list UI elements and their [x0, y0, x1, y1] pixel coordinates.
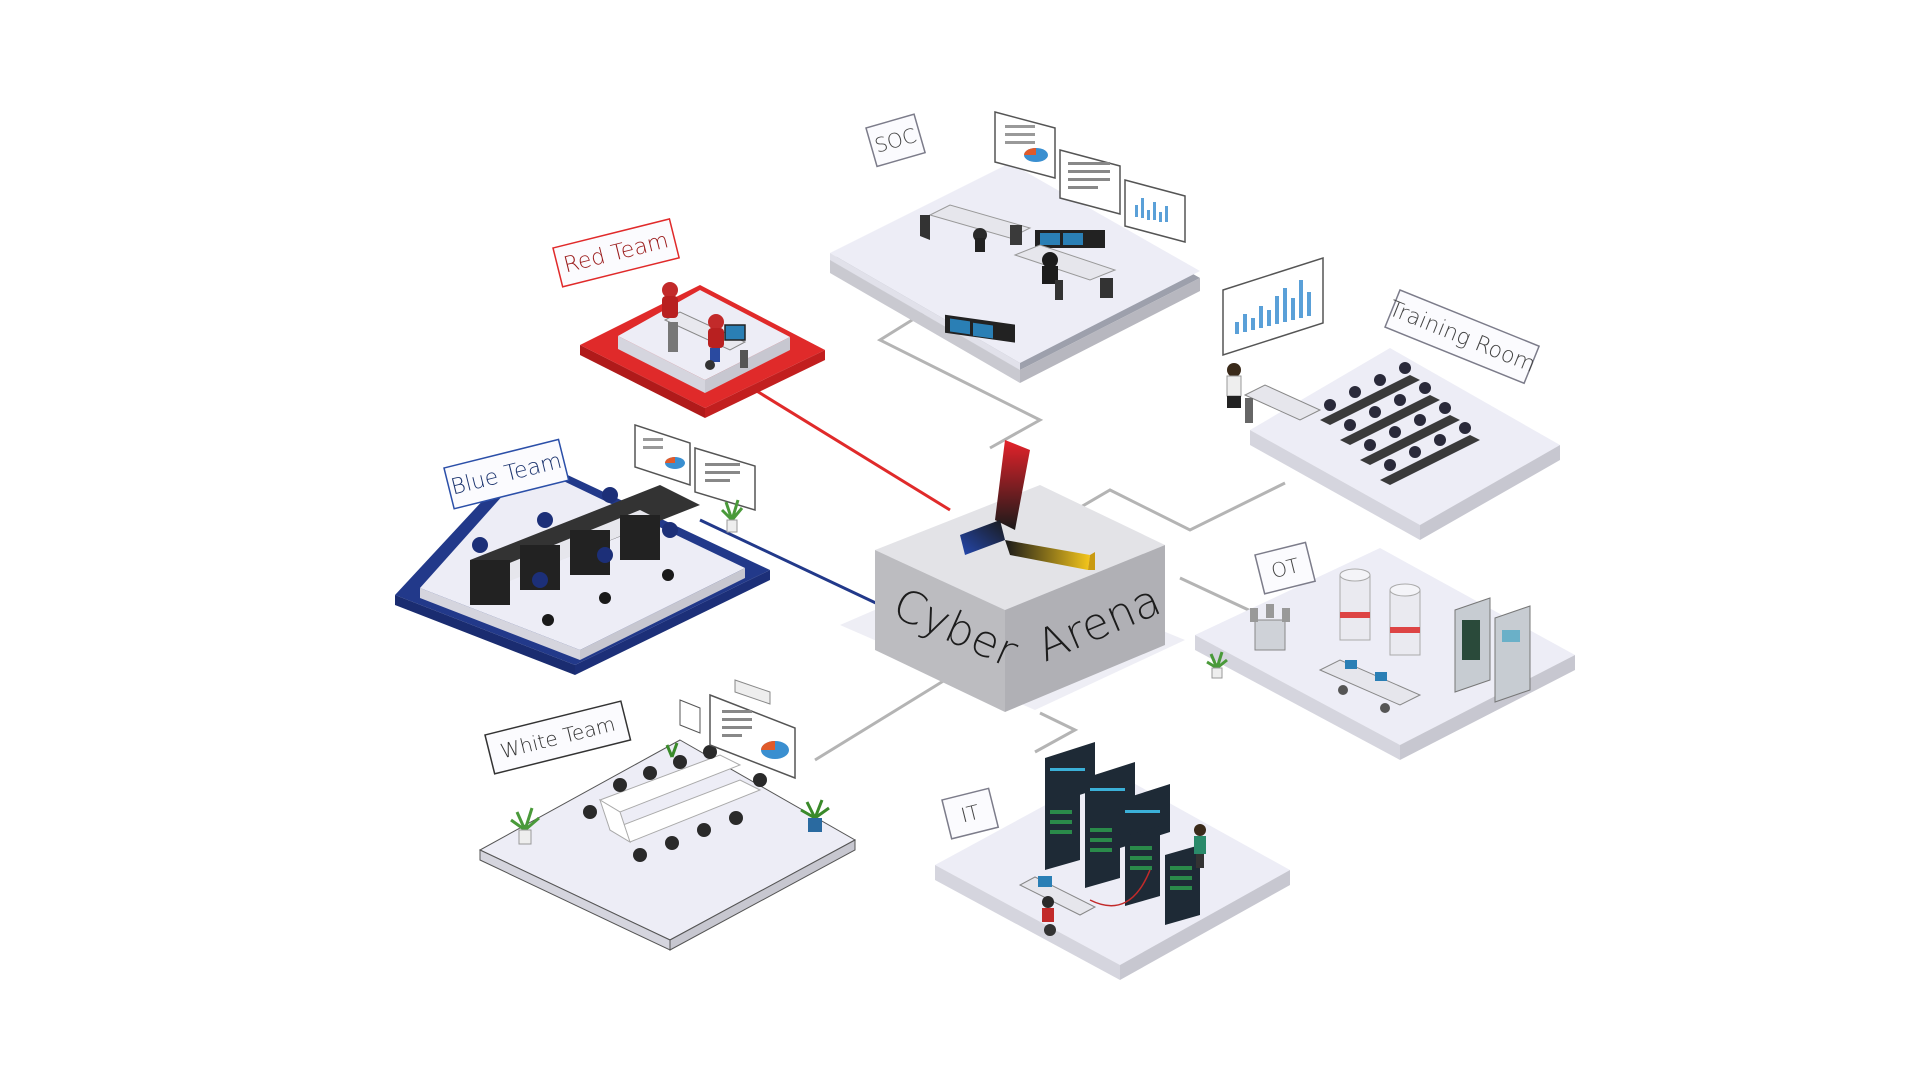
- red-team-label-tag: Red Team: [552, 218, 681, 288]
- red-team-room: Red Team: [552, 218, 825, 418]
- it-workstation: [1018, 869, 1151, 936]
- soc-workstation: [920, 204, 1032, 343]
- training-room: Training Room: [1222, 256, 1560, 540]
- ot-plant: [1206, 651, 1228, 679]
- it-technician: [1194, 824, 1206, 868]
- blue-team-plant: [720, 499, 744, 533]
- white-team-room: White Team: [478, 679, 857, 951]
- training-audience: [1320, 362, 1480, 485]
- soc-wall-screens: [994, 111, 1186, 243]
- white-team-wall-screens: [679, 679, 796, 780]
- white-team-label-tag: White Team: [484, 700, 632, 775]
- training-screen-bars: [1235, 280, 1311, 334]
- cyber-arena-hub: Cyber Arena: [840, 440, 1185, 712]
- connector-it: [1034, 711, 1079, 754]
- blue-team-wall-screens: [634, 423, 756, 512]
- connector-red: [754, 388, 951, 512]
- it-room: IT: [935, 742, 1290, 980]
- connector-soc: [876, 310, 1044, 450]
- it-label: IT: [958, 800, 981, 828]
- ot-room: OT: [1195, 541, 1575, 760]
- ot-label-tag: OT: [1254, 541, 1317, 595]
- soc-label-tag: SOC: [865, 113, 927, 168]
- ot-workstations: [1318, 659, 1422, 713]
- connector-blue: [699, 518, 881, 607]
- ot-transformer: [1250, 604, 1290, 651]
- blue-team-room: Blue Team: [395, 423, 770, 675]
- cyber-arena-logo: [960, 440, 1095, 570]
- it-label-tag: IT: [941, 787, 1000, 840]
- ot-tanks: [1339, 568, 1421, 656]
- white-team-table: [583, 745, 767, 862]
- soc-room: SOC: [830, 111, 1200, 383]
- red-team-workstation: [662, 282, 748, 370]
- connector-white: [814, 678, 946, 762]
- training-trainer-desk: [1226, 363, 1322, 423]
- ot-cabinets: [1454, 597, 1531, 703]
- connectors: [699, 310, 1286, 762]
- it-server-racks: [1045, 742, 1200, 925]
- soc-workstation-2: [1013, 230, 1117, 300]
- blue-team-desks: [470, 485, 700, 626]
- white-team-plants: [510, 742, 830, 845]
